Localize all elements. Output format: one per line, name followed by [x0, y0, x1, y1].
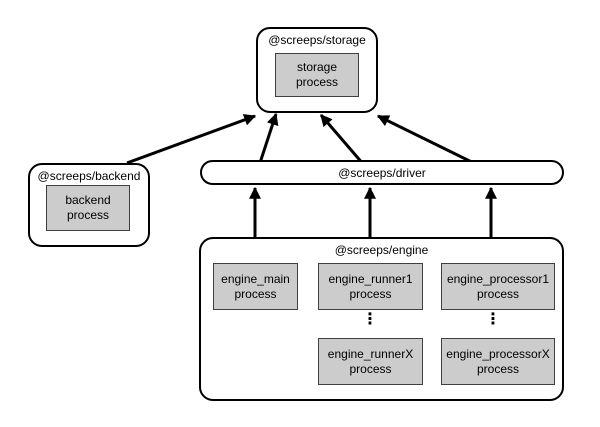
engine-processorX-process-label-line2: process: [476, 361, 520, 376]
engine-runner1-process-label-line1: engine_runner1: [328, 271, 413, 286]
backend-process-box: backend process: [46, 185, 130, 231]
processor-ellipsis: ⋮: [485, 311, 501, 328]
engine-main-process-label-line1: engine_main: [221, 271, 290, 286]
arrow-backend-to-storage: [126, 114, 257, 165]
engine-runnerX-process-box: engine_runnerX process: [318, 338, 423, 385]
engine-main-process-box: engine_main process: [213, 263, 298, 310]
engine-node: @screeps/engine engine_main process engi…: [199, 237, 564, 401]
driver-node: @screeps/driver: [200, 160, 564, 185]
engine-runnerX-process-label-line1: engine_runnerX: [327, 346, 414, 361]
engine-processorX-process-box: engine_processorX process: [441, 338, 555, 385]
backend-process-label-line1: backend: [65, 193, 111, 207]
backend-node-label: @screeps/backend: [37, 169, 141, 183]
storage-process-label-line1: storage: [296, 60, 338, 74]
backend-node: @screeps/backend backend process: [28, 163, 150, 247]
engine-runner1-process-label-line2: process: [349, 286, 392, 301]
storage-node-label: @screeps/storage: [268, 33, 366, 47]
engine-main-process-label-line2: process: [234, 286, 277, 301]
storage-process-box: storage process: [275, 53, 359, 97]
engine-processor1-process-label-line2: process: [476, 286, 520, 301]
engine-processorX-process-label-line1: engine_processorX: [446, 346, 550, 361]
engine-processor1-process-label-line1: engine_processor1: [446, 271, 550, 286]
engine-node-label: @screeps/engine: [334, 243, 429, 257]
engine-runner1-process-box: engine_runner1 process: [318, 263, 423, 310]
backend-process-label-line2: process: [66, 208, 110, 222]
runner-ellipsis: ⋮: [362, 311, 378, 328]
driver-node-label: @screeps/driver: [338, 165, 426, 180]
storage-process-label-line2: process: [295, 75, 339, 89]
engine-runnerX-process-label-line2: process: [349, 361, 392, 376]
storage-node: @screeps/storage storage process: [256, 27, 378, 113]
engine-processor1-process-box: engine_processor1 process: [441, 263, 555, 310]
